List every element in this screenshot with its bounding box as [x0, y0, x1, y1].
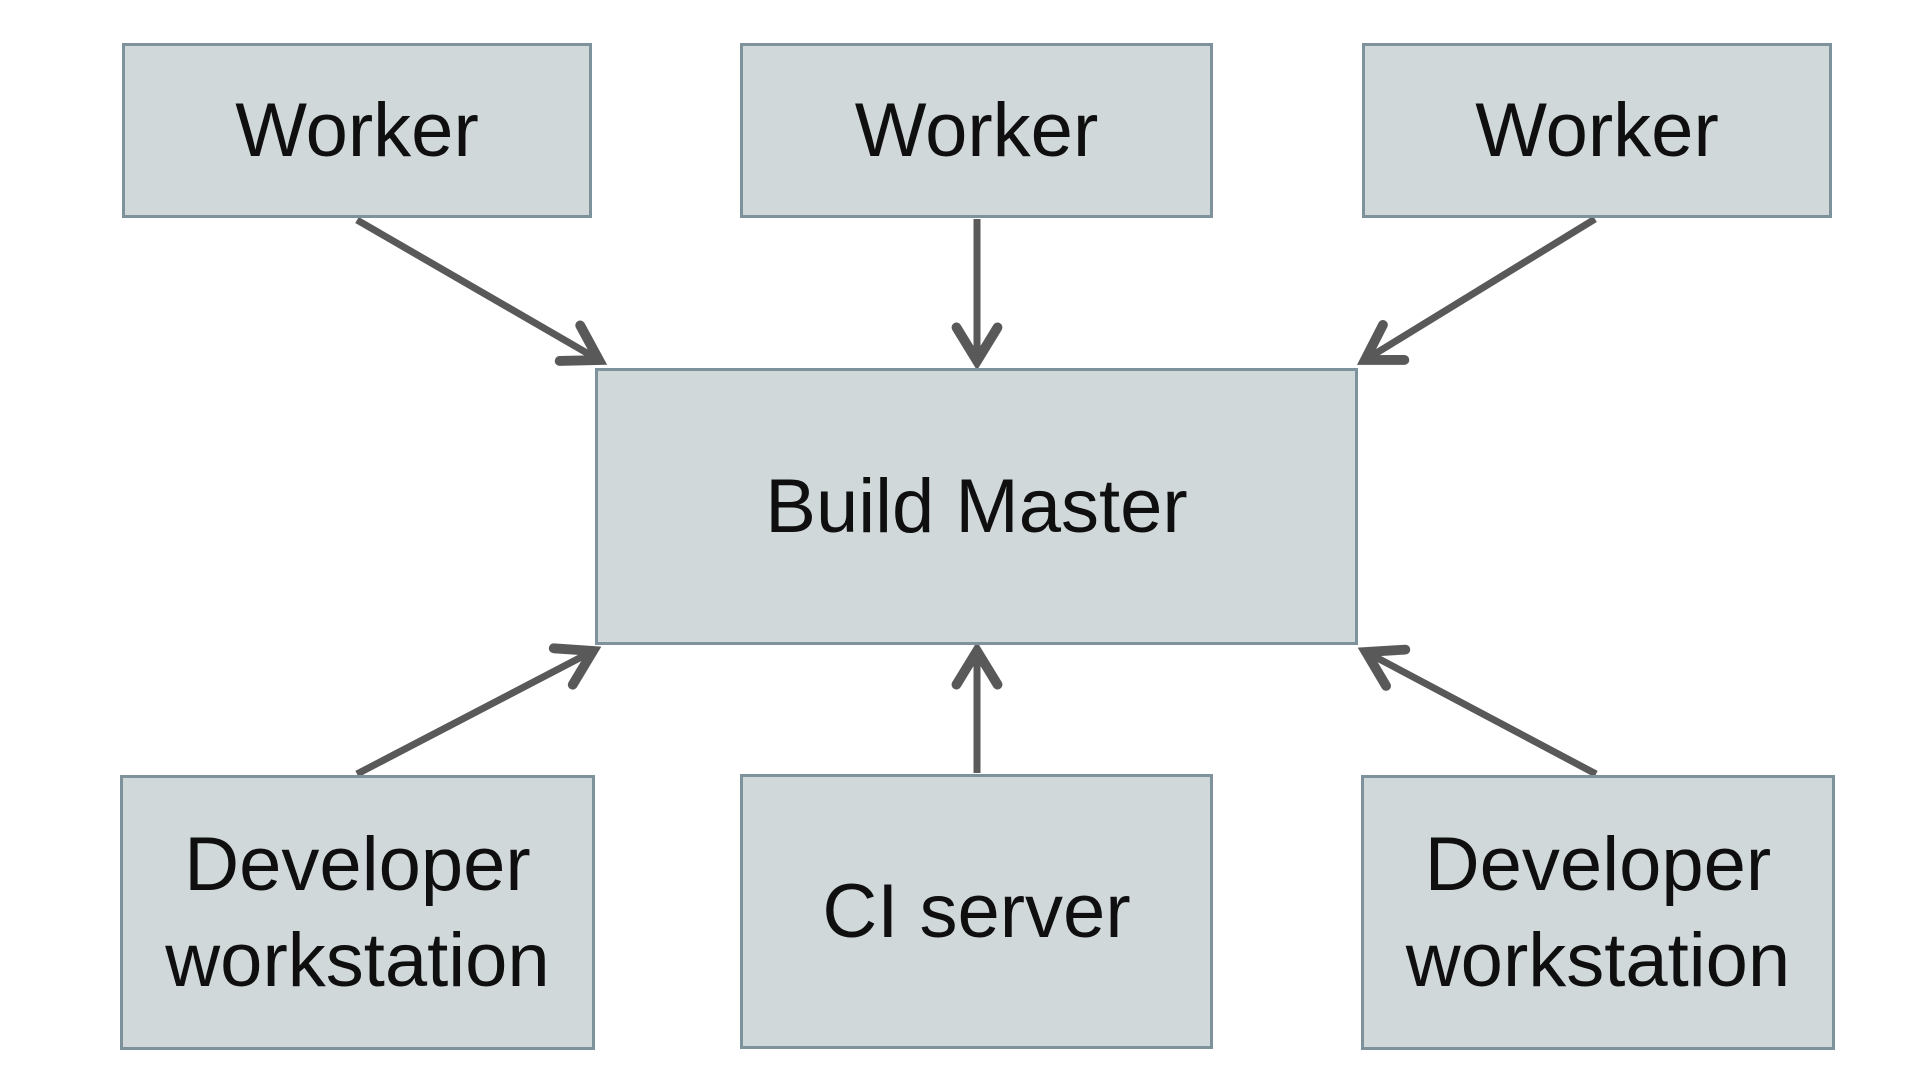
- node-developer-workstation-left-label: Developer workstation: [165, 821, 550, 1003]
- arrow-worker-1-to-build-master: [355, 216, 608, 366]
- node-worker-2: Worker: [740, 43, 1213, 218]
- node-worker-1-label: Worker: [235, 87, 479, 173]
- node-worker-3: Worker: [1362, 43, 1832, 218]
- node-ci-server: CI server: [740, 774, 1213, 1049]
- node-developer-workstation-right: Developer workstation: [1361, 775, 1835, 1050]
- node-worker-2-label: Worker: [854, 87, 1099, 173]
- arrow-developer-workstation-right-to-build-master: [1357, 644, 1598, 778]
- node-build-master: Build Master: [595, 368, 1358, 645]
- node-build-master-label: Build Master: [765, 463, 1188, 549]
- node-worker-3-label: Worker: [1475, 87, 1719, 173]
- arrow-worker-3-to-build-master: [1356, 216, 1597, 365]
- node-ci-server-label: CI server: [822, 868, 1131, 954]
- node-worker-1: Worker: [122, 43, 592, 218]
- arrow-developer-workstation-left-to-build-master: [355, 643, 602, 778]
- node-developer-workstation-right-label: Developer workstation: [1405, 821, 1791, 1003]
- node-developer-workstation-left: Developer workstation: [120, 775, 595, 1050]
